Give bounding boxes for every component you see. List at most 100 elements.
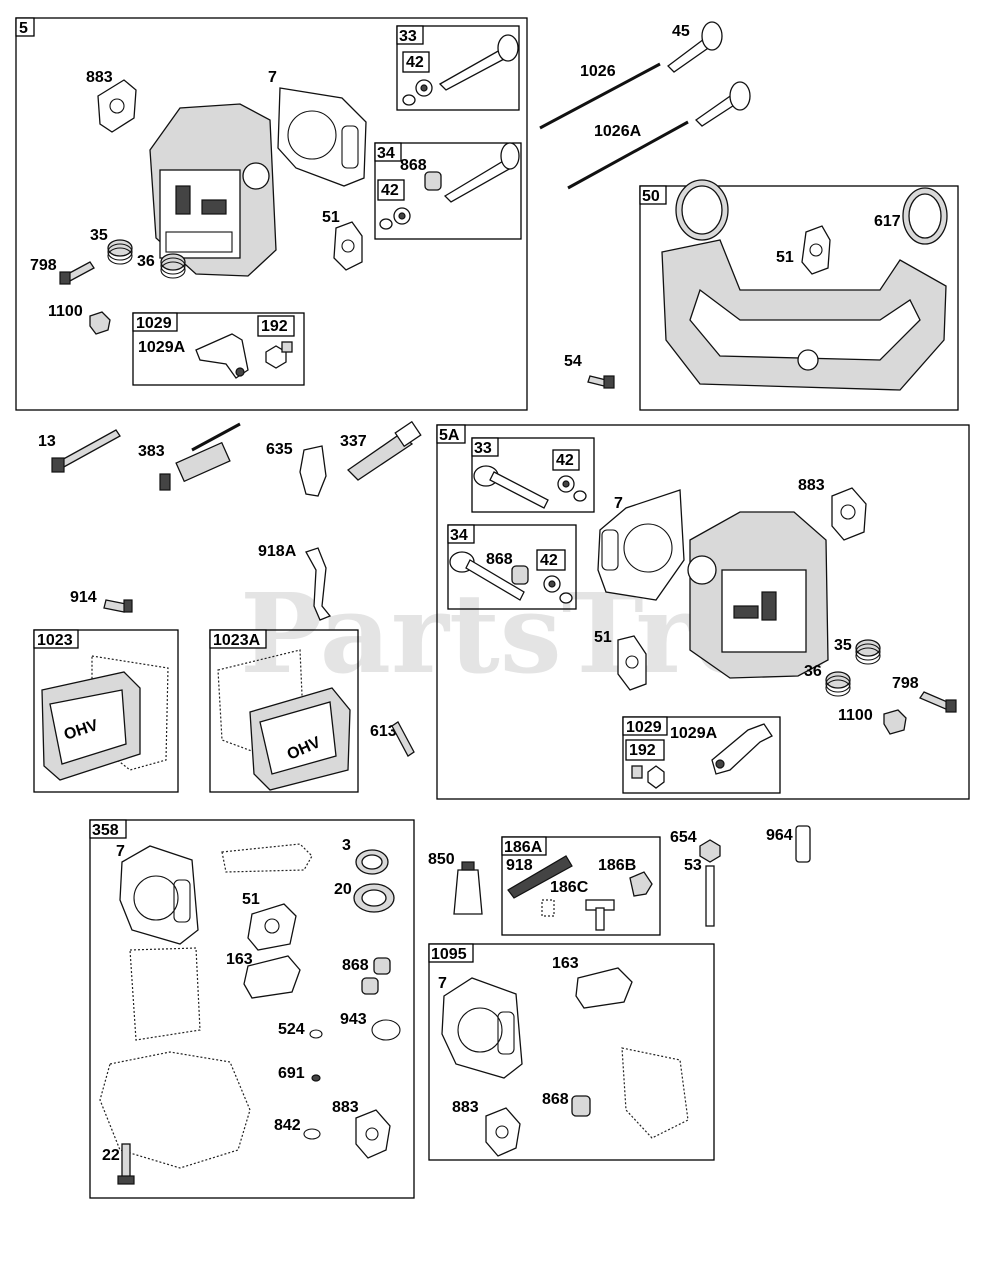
- screw-22[interactable]: [121, 1143, 131, 1181]
- label-691: 691: [278, 1065, 305, 1082]
- label-914: 914: [70, 589, 97, 606]
- part-383[interactable]: [159, 422, 241, 491]
- rocker-arm[interactable]: [711, 723, 773, 775]
- group-33-a[interactable]: 33 42: [396, 25, 520, 111]
- ring-691[interactable]: [311, 1074, 321, 1082]
- group-33-b[interactable]: 33 42: [471, 437, 595, 513]
- set-screw[interactable]: [281, 341, 293, 353]
- label-1026: 1026: [580, 63, 616, 80]
- sealant-tube-850[interactable]: [453, 869, 483, 915]
- valve-retainer[interactable]: [379, 218, 393, 230]
- valve-head[interactable]: [500, 142, 520, 170]
- cylinder-head-assembly[interactable]: [687, 511, 829, 679]
- label-337: 337: [340, 433, 367, 450]
- valve-stem[interactable]: [443, 159, 512, 203]
- gasket-883[interactable]: [485, 1107, 521, 1157]
- group-186A[interactable]: 186A 918 186B 186C: [501, 836, 661, 936]
- clip-1100[interactable]: [89, 311, 111, 335]
- valve-seal[interactable]: [373, 957, 391, 975]
- group-1023[interactable]: 1023 OHV: [33, 629, 179, 793]
- tube-918[interactable]: [507, 855, 573, 899]
- group-tag-33: 33: [399, 28, 417, 45]
- label-635: 635: [266, 441, 293, 458]
- gasket-163[interactable]: [575, 967, 633, 1009]
- group-1095[interactable]: 1095 7 163 883 868: [428, 943, 715, 1161]
- group-tag-186A: 186A: [504, 839, 543, 856]
- gasket-883[interactable]: [97, 79, 137, 133]
- nut-654[interactable]: [699, 839, 721, 863]
- screw-914[interactable]: [103, 599, 127, 613]
- gasket-51[interactable]: [617, 635, 647, 691]
- spark-plug-337[interactable]: [346, 420, 422, 481]
- gasket-51[interactable]: [247, 903, 297, 951]
- valve-head[interactable]: [497, 34, 519, 62]
- set-screw[interactable]: [631, 765, 643, 779]
- gasket-51[interactable]: [801, 225, 831, 275]
- head-gasket[interactable]: [597, 489, 685, 601]
- valve-seal[interactable]: [511, 565, 529, 585]
- group-1029-a[interactable]: 1029 1029A 192: [132, 312, 305, 386]
- valve-seal[interactable]: [424, 171, 442, 191]
- label-163: 163: [226, 951, 253, 968]
- label-868: 868: [400, 157, 427, 174]
- group-1029-b[interactable]: 1029 1029A 192: [622, 716, 781, 794]
- valve-spring-36[interactable]: [160, 253, 186, 279]
- gasket-883[interactable]: [831, 487, 867, 541]
- group-358[interactable]: 358: [89, 819, 415, 1199]
- crankcase-gasket[interactable]: [99, 1051, 251, 1169]
- valve-stem[interactable]: [438, 49, 507, 91]
- o-ring-943[interactable]: [371, 1019, 401, 1041]
- valve-spring-35[interactable]: [855, 639, 881, 665]
- o-ring-524[interactable]: [309, 1029, 323, 1039]
- head-gasket[interactable]: [277, 87, 367, 187]
- label-51: 51: [242, 891, 260, 908]
- label-54: 54: [564, 353, 582, 370]
- stud-53[interactable]: [705, 865, 715, 927]
- group-34-a[interactable]: 34 868 42: [374, 142, 522, 240]
- gasket-883[interactable]: [355, 1109, 391, 1159]
- label-883: 883: [86, 69, 113, 86]
- label-524: 524: [278, 1021, 305, 1038]
- nut-192[interactable]: [647, 765, 665, 789]
- clip-1100[interactable]: [883, 709, 907, 735]
- label-883: 883: [452, 1099, 479, 1116]
- gasket[interactable]: [221, 843, 313, 873]
- head-gasket[interactable]: [119, 845, 199, 945]
- fitting-186B[interactable]: [629, 871, 653, 897]
- head-gasket[interactable]: [441, 977, 523, 1079]
- gasket-163[interactable]: [243, 955, 301, 999]
- valve-stem[interactable]: [489, 471, 549, 509]
- valve-spring-35[interactable]: [107, 239, 133, 265]
- group-tag-5: 5: [19, 20, 28, 37]
- nut-192[interactable]: [265, 345, 287, 369]
- spark-plug-boot-635[interactable]: [299, 445, 327, 497]
- label-186B: 186B: [598, 857, 636, 874]
- valve-retainer[interactable]: [402, 94, 416, 106]
- group-5[interactable]: 5: [15, 17, 528, 411]
- group-1023A[interactable]: 1023A OHV: [209, 629, 359, 793]
- gasket-51[interactable]: [333, 221, 363, 271]
- group-5A[interactable]: 5A: [436, 424, 970, 800]
- label-798: 798: [892, 675, 919, 692]
- push-rod-1026[interactable]: [539, 62, 661, 130]
- valve-stem[interactable]: [465, 559, 525, 601]
- breather-tube-918A[interactable]: [305, 547, 332, 621]
- group-34-b[interactable]: 34 868 42: [447, 524, 577, 610]
- dowel-964[interactable]: [795, 825, 811, 863]
- screw-54[interactable]: [587, 375, 607, 387]
- group-tag-42: 42: [381, 182, 399, 199]
- stud-613[interactable]: [391, 721, 415, 757]
- gasket[interactable]: [621, 1047, 689, 1139]
- label-163: 163: [552, 955, 579, 972]
- label-45: 45: [672, 23, 690, 40]
- valve-spring-36[interactable]: [825, 671, 851, 697]
- valve-seal[interactable]: [361, 977, 379, 995]
- cylinder-head-assembly[interactable]: [149, 103, 277, 277]
- bolt-13[interactable]: [57, 429, 121, 469]
- gasket[interactable]: [129, 947, 201, 1041]
- valve-seal[interactable]: [571, 1095, 591, 1117]
- push-rod-1026A[interactable]: [567, 120, 689, 190]
- group-50[interactable]: 50 51 617: [639, 179, 959, 411]
- o-ring-842[interactable]: [303, 1128, 321, 1140]
- label-617: 617: [874, 213, 901, 230]
